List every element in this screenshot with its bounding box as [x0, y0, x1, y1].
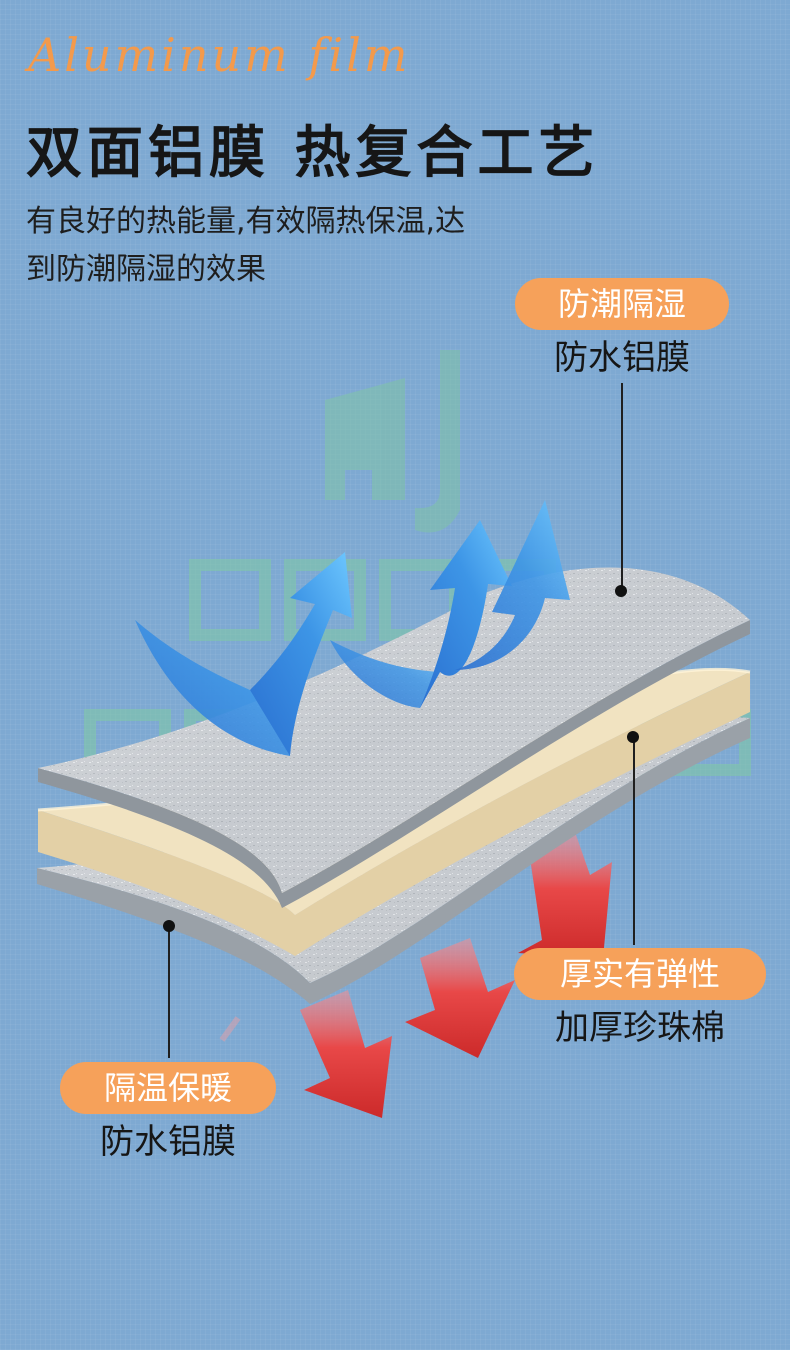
callout-tag-elastic: 厚实有弹性: [514, 948, 766, 1000]
red-down-arrow-icon: [219, 832, 612, 1118]
description-line-1: 有良好的热能量,有效隔热保温,达: [26, 204, 466, 239]
script-title: Aluminum film: [28, 28, 411, 82]
blue-wave-arrow-icon: [135, 500, 570, 756]
headline: 双面铝膜 热复合工艺: [26, 120, 600, 186]
description: 有良好的热能量,有效隔热保温,达 到防潮隔湿的效果: [26, 198, 586, 294]
callout-tag-insulation: 隔温保暖: [60, 1062, 276, 1114]
callout-caption-middle: 加厚珍珠棉: [555, 1008, 725, 1048]
top-foil-layer: [38, 567, 750, 908]
callout-caption-top: 防水铝膜: [554, 338, 690, 378]
callout-leaders: [163, 383, 639, 1058]
description-line-2: 到防潮隔湿的效果: [26, 252, 266, 287]
callout-caption-bottom: 防水铝膜: [100, 1122, 236, 1162]
callout-tag-moisture-proof: 防潮隔湿: [515, 278, 729, 330]
